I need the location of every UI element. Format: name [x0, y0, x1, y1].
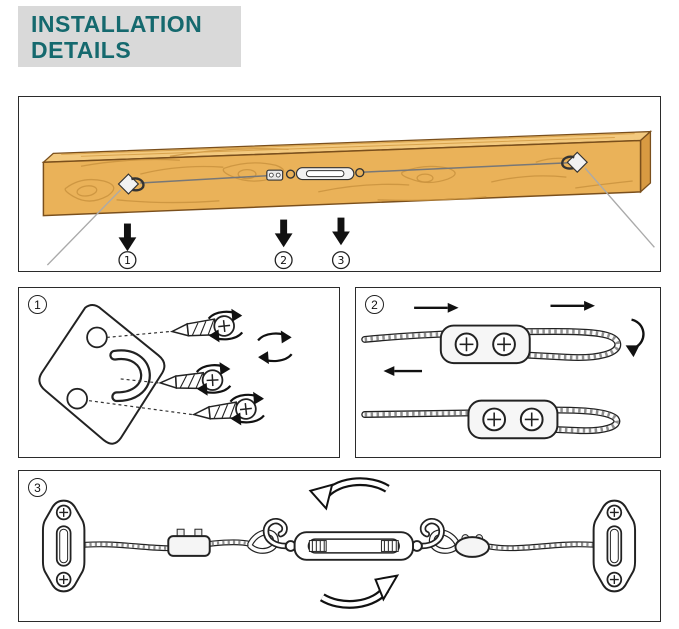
step3-panel: 3	[18, 470, 661, 622]
step1-illustration	[38, 304, 293, 445]
page-title-block: INSTALLATION DETAILS	[18, 6, 241, 67]
down-arrow-3	[332, 217, 350, 246]
svg-text:1: 1	[124, 254, 131, 267]
mounting-hole-bottom	[66, 387, 88, 410]
down-arrow-2	[274, 219, 293, 248]
step2-illustration	[361, 300, 645, 440]
pad-eye-right	[561, 151, 588, 173]
cable-left	[46, 189, 122, 266]
pad-eye-plate	[38, 304, 166, 445]
tail-arrow-left	[383, 366, 423, 376]
step-marker-2: 2	[365, 295, 384, 314]
step2-panel: 2	[355, 287, 661, 458]
rotate-arrow-top	[308, 477, 390, 511]
guide-line-middle	[120, 378, 159, 384]
guide-line-top	[106, 330, 171, 339]
duplex-clamp-bottom	[467, 399, 559, 440]
screw-2	[158, 368, 224, 394]
step-marker-1: 1	[28, 295, 47, 314]
rotation-arrows-4	[256, 329, 293, 366]
turnbuckle-body	[284, 531, 423, 561]
svg-text:2: 2	[280, 254, 287, 267]
threaded-rod-right	[380, 540, 399, 552]
step3-illustration	[41, 477, 637, 609]
overview-illustration: 1 2 3	[41, 130, 655, 270]
hook-left	[262, 518, 289, 550]
wire-rope-left	[140, 174, 269, 184]
down-arrow-1	[118, 223, 137, 252]
d-ring	[109, 349, 151, 403]
threaded-rod-left	[308, 540, 327, 552]
screw-3	[191, 397, 258, 426]
feed-arrow-left	[414, 302, 459, 313]
page-title-line-1: INSTALLATION	[31, 11, 203, 37]
overview-step-marker-3: 3	[331, 251, 351, 270]
step1-panel: 1	[18, 287, 340, 458]
svg-text:3: 3	[338, 254, 345, 267]
page-title-line-2: DETAILS	[31, 37, 132, 63]
overview-panel: 1 2 3	[18, 96, 661, 272]
screw-1	[170, 314, 236, 343]
pad-eye-left	[117, 173, 145, 195]
overview-step-marker-1: 1	[118, 251, 137, 270]
turnbuckle-small	[285, 167, 365, 181]
cable-right	[584, 167, 655, 248]
pad-eye-plate-left	[41, 499, 86, 593]
rope-clamp-left	[167, 528, 211, 557]
step-marker-3: 3	[28, 478, 47, 497]
duplex-clamp-top	[439, 324, 531, 365]
rope-clamp-right	[454, 534, 490, 558]
rotate-arrow-bottom	[319, 574, 400, 609]
rope-clamp-small	[266, 169, 284, 181]
pad-eye-plate-right	[592, 499, 637, 593]
overview-step-marker-2: 2	[274, 251, 293, 270]
feed-arrow-right	[550, 300, 595, 311]
wood-grain	[61, 133, 635, 204]
hook-right	[418, 518, 445, 550]
wire-rope-right	[363, 162, 570, 173]
loop-curve-arrow	[625, 318, 645, 358]
mounting-hole-top	[86, 326, 108, 349]
